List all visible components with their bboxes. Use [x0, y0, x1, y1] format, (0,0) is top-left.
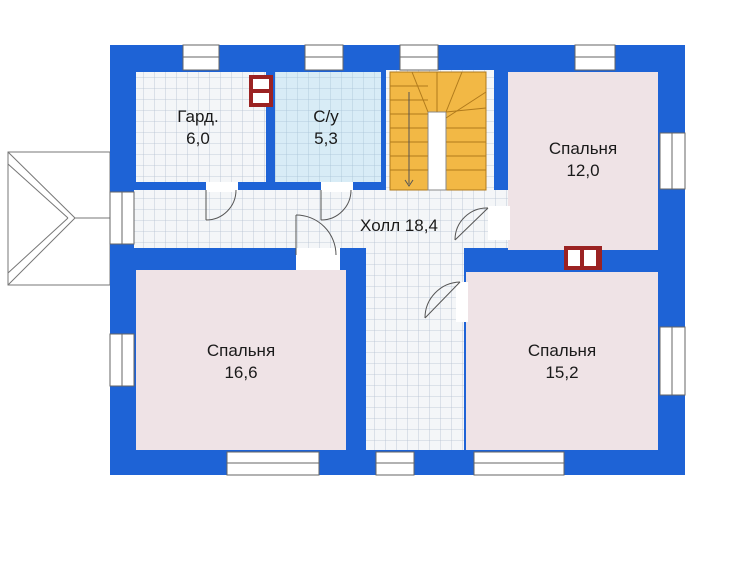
- bedroom-top-right: [508, 72, 658, 250]
- bedroom-top-right-name: Спальня: [549, 139, 617, 158]
- bathroom-name: С/у: [313, 107, 339, 126]
- wardrobe-area: 6,0: [186, 129, 210, 148]
- doors: [205, 182, 510, 322]
- hall-label: Холл 18,4: [360, 216, 438, 235]
- bedroom-bottom-right-area: 15,2: [545, 363, 578, 382]
- wardrobe-room: [136, 72, 266, 182]
- bathroom-room: [275, 72, 381, 182]
- porch-roof: [7, 151, 111, 286]
- hall-corridor-floor: [366, 240, 464, 450]
- bedroom-left-area: 16,6: [224, 363, 257, 382]
- bedroom-left: [136, 270, 346, 450]
- staircase: [389, 71, 487, 191]
- chimney-bedroom: [564, 246, 602, 270]
- bedroom-bottom-right: [466, 272, 658, 450]
- bathroom-area: 5,3: [314, 129, 338, 148]
- chimney-wardrobe: [249, 75, 273, 107]
- bedroom-top-right-area: 12,0: [566, 161, 599, 180]
- bedroom-left-name: Спальня: [207, 341, 275, 360]
- windows: [109, 44, 686, 476]
- bedroom-bottom-right-name: Спальня: [528, 341, 596, 360]
- wardrobe-name: Гард.: [177, 107, 218, 126]
